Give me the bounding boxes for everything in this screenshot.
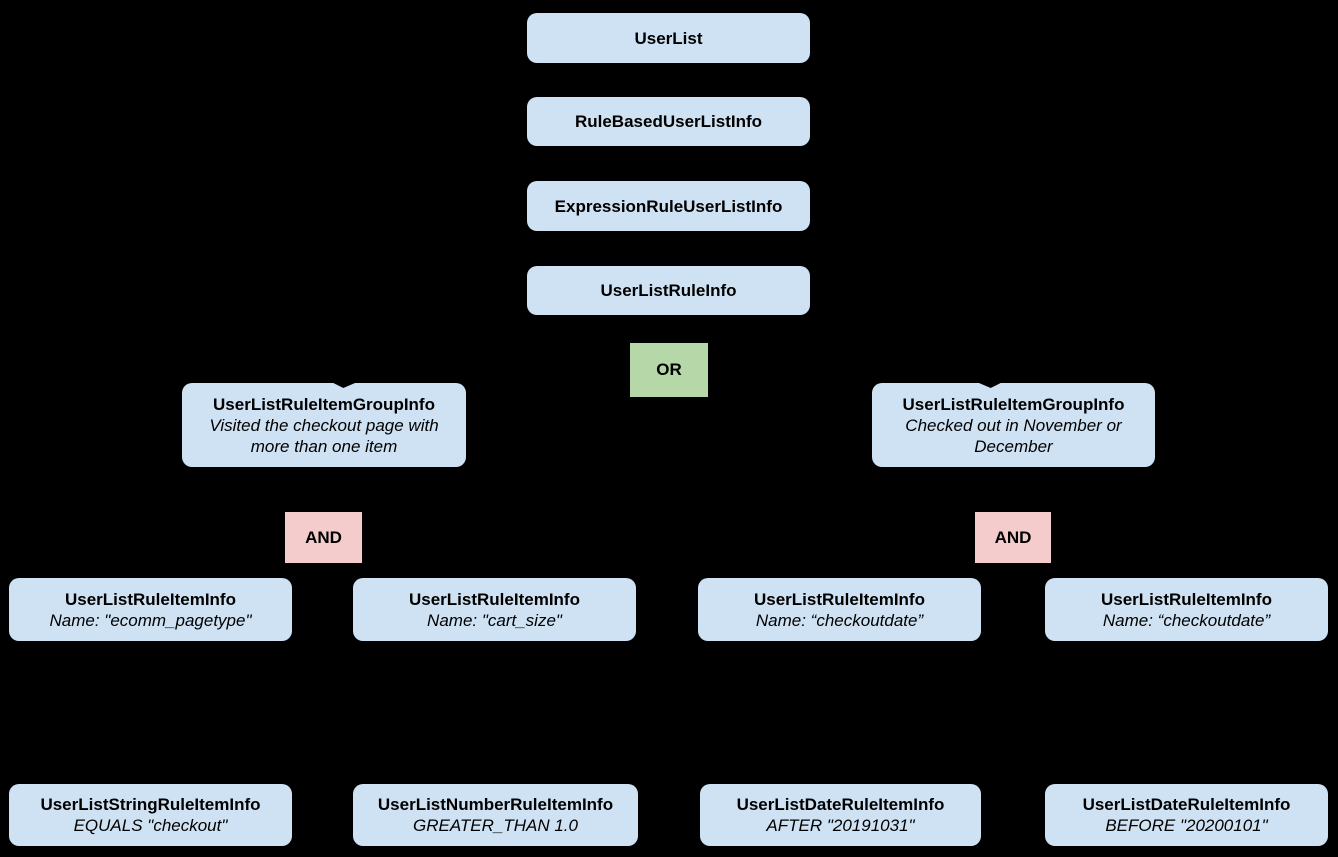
arrowhead-icon	[979, 377, 1005, 388]
rule-item-node-3: UserListRuleItemInfo Name: “checkoutdate…	[698, 578, 981, 641]
leaf-node-string: UserListStringRuleItemInfo EQUALS "check…	[9, 784, 292, 846]
node-title: UserListRuleItemInfo	[65, 589, 236, 609]
node-rulebaseduserlistinfo: RuleBasedUserListInfo	[527, 97, 810, 146]
or-operator: OR	[630, 343, 708, 397]
node-expressionruleuserlistinfo: ExpressionRuleUserListInfo	[527, 181, 810, 231]
node-title: UserListRuleItemGroupInfo	[213, 394, 435, 414]
arrowhead-icon	[329, 377, 355, 388]
node-subtitle: BEFORE "20200101"	[1105, 816, 1268, 835]
node-title: UserListRuleItemInfo	[754, 589, 925, 609]
node-subtitle: Name: “checkoutdate”	[755, 610, 924, 630]
node-description: Checked out in November or December	[905, 415, 1122, 456]
leaf-node-date-after: UserListDateRuleItemInfo AFTER "20191031…	[700, 784, 981, 846]
group-node-left: UserListRuleItemGroupInfo Visited the ch…	[182, 383, 466, 467]
group-node-right: UserListRuleItemGroupInfo Checked out in…	[872, 383, 1155, 467]
node-subtitle: Name: "cart_size"	[427, 610, 562, 630]
node-userlistruleinfo: UserListRuleInfo	[527, 266, 810, 315]
rule-item-node-4: UserListRuleItemInfo Name: “checkoutdate…	[1045, 578, 1328, 641]
node-title: UserListStringRuleItemInfo	[40, 795, 261, 814]
node-subtitle: GREATER_THAN 1.0	[412, 816, 578, 835]
node-description: Visited the checkout page with more than…	[209, 415, 439, 456]
and-operator-left: AND	[285, 512, 362, 563]
node-title: RuleBasedUserListInfo	[574, 112, 763, 131]
node-subtitle: AFTER "20191031"	[766, 816, 915, 835]
node-title: UserListDateRuleItemInfo	[736, 795, 945, 814]
node-title: UserListNumberRuleItemInfo	[377, 795, 614, 814]
node-title: UserListRuleItemInfo	[409, 589, 580, 609]
rule-item-node-2: UserListRuleItemInfo Name: "cart_size"	[353, 578, 636, 641]
node-title: UserListDateRuleItemInfo	[1082, 795, 1291, 814]
rule-item-node-1: UserListRuleItemInfo Name: "ecomm_pagety…	[9, 578, 292, 641]
leaf-node-number: UserListNumberRuleItemInfo GREATER_THAN …	[353, 784, 638, 846]
and-operator-right: AND	[975, 512, 1051, 563]
leaf-node-date-before: UserListDateRuleItemInfo BEFORE "2020010…	[1045, 784, 1328, 846]
node-userlist: UserList	[527, 13, 810, 63]
node-title: ExpressionRuleUserListInfo	[554, 196, 783, 216]
node-subtitle: Name: "ecomm_pagetype"	[49, 610, 252, 630]
node-title: UserListRuleInfo	[600, 281, 737, 300]
node-title: UserListRuleItemGroupInfo	[902, 394, 1125, 414]
node-title: UserListRuleItemInfo	[1101, 589, 1272, 609]
node-subtitle: EQUALS "checkout"	[73, 816, 228, 835]
node-title: UserList	[634, 28, 703, 48]
node-subtitle: Name: “checkoutdate”	[1102, 610, 1271, 630]
